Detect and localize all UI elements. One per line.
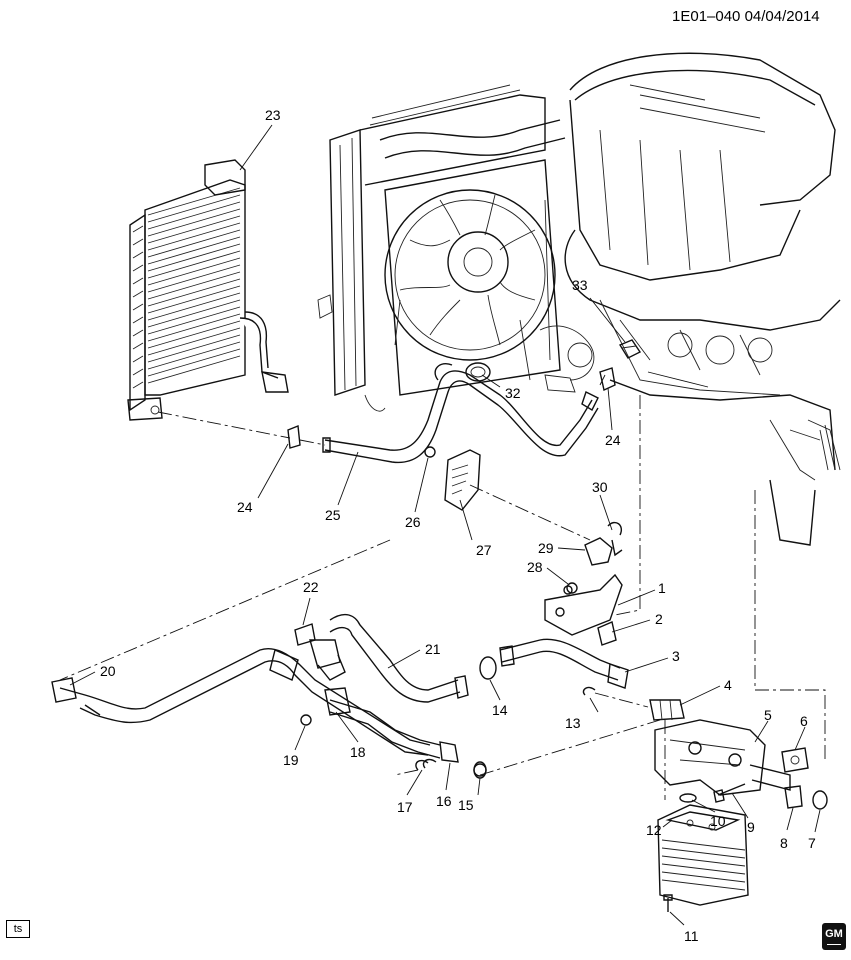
callout-24-right: 24 [605,432,621,448]
callout-2: 2 [655,611,663,627]
callout-3: 3 [672,648,680,664]
cooler-inlet-hose [322,363,599,511]
callout-30: 30 [592,479,608,495]
diagram-code-date: 1E01–040 04/04/2014 [672,8,820,25]
engine-block [519,52,841,546]
ts-label-box: ts [6,920,30,938]
callout-7: 7 [808,835,816,851]
callout-1: 1 [658,580,666,596]
callout-9: 9 [747,819,755,835]
callout-5: 5 [764,707,772,723]
transmission-oil-cooler [127,159,289,421]
clip-17 [415,759,429,771]
clip-14 [479,656,497,680]
callout-8: 8 [780,835,788,851]
callout-14: 14 [492,702,508,718]
callout-leaders [69,124,821,926]
callout-13: 13 [565,715,581,731]
callout-21: 21 [425,641,441,657]
callout-20: 20 [100,663,116,679]
fitting-29 [584,537,623,566]
clip-24-left [287,425,301,449]
callout-31: 32 [505,385,521,401]
callout-27: 27 [476,542,492,558]
fitting-4 [649,699,685,721]
gm-logo-text: GM [825,928,843,940]
assembly-phantom-lines [59,374,826,800]
callout-labels: 23 24 25 26 27 32 33 24 30 29 28 1 2 3 4… [100,107,816,944]
callout-25: 25 [325,507,341,523]
connector-32 [618,339,642,359]
cooler-return-hose [51,648,431,756]
callout-19: 19 [283,752,299,768]
gm-logo: GM [822,923,846,950]
callout-23: 23 [265,107,281,123]
clip-24-right [599,367,616,391]
callout-26: 26 [405,514,421,530]
engine-compartment-drawing [317,52,841,546]
callout-6: 6 [800,713,808,729]
callout-29: 29 [538,540,554,556]
callout-17: 17 [397,799,413,815]
oil-cooler-adapter [654,719,828,810]
callout-15: 15 [458,797,474,813]
callout-28: 28 [527,559,543,575]
engine-oil-cooler [657,804,749,912]
callout-16: 16 [436,793,452,809]
callout-18: 18 [350,744,366,760]
callout-10: 10 [710,813,726,829]
callout-4: 4 [724,677,732,693]
callout-22: 22 [303,579,319,595]
seal-ring-31 [465,362,491,382]
callout-32: 33 [572,277,588,293]
clip-13 [582,686,596,696]
hose-3 [499,638,629,689]
callout-12: 12 [646,822,662,838]
cooling-fan [384,189,556,361]
bolt-28 [566,582,578,594]
callout-24-left: 24 [237,499,253,515]
bracket-1 [544,573,623,646]
callout-11: 11 [684,928,699,944]
hose-21 [294,613,469,703]
